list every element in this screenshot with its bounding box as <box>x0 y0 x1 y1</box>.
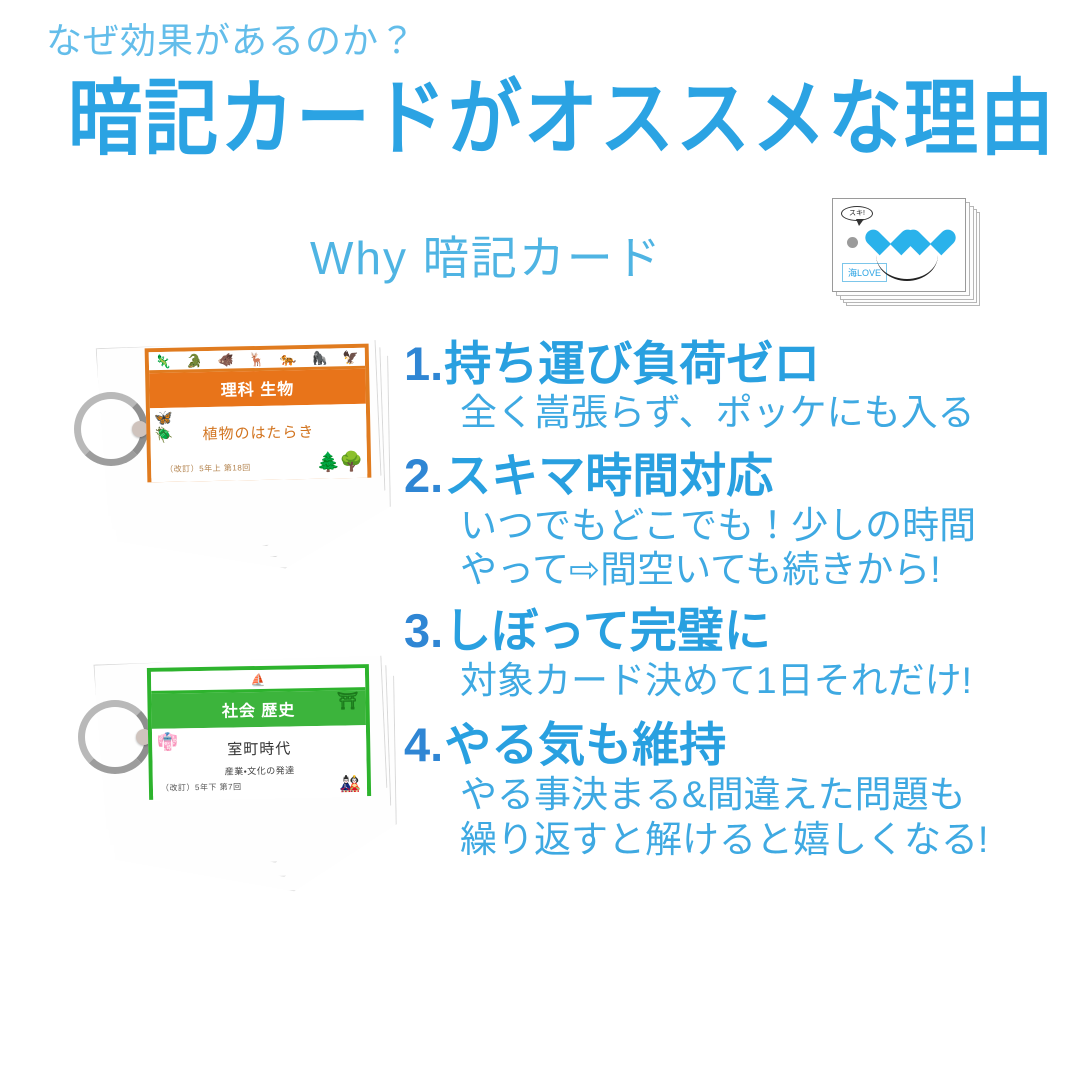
reason-1-title: 持ち運び負荷ゼロ <box>444 337 821 390</box>
social-flashcard: ⛵ 社会 歴史 ⛩ 👘 室町時代 産業・文化の発達 （改訂）5年下 第7回 🎎 <box>146 664 372 801</box>
smile-mouth-icon <box>876 255 938 281</box>
reason-2-sub-1: いつでもどこでも！少しの時間 <box>460 504 977 546</box>
animal-icon: 🦅 <box>342 349 359 365</box>
ring-binder-icon <box>78 700 152 774</box>
animal-icon: 🐅 <box>279 350 297 367</box>
why-heading: Why 暗記カード <box>310 232 663 284</box>
smiley-card-stack: スキ! 海LOVE <box>832 198 982 310</box>
favorite-tag: 海LOVE <box>842 263 888 282</box>
reason-item-3: 3.しぼって完璧に 対象カード決めて1日それだけ! <box>404 603 1044 703</box>
reason-2-heading: 2.スキマ時間対応 <box>404 448 1044 503</box>
social-subject-label: 社会 歴史 <box>221 702 296 721</box>
reason-item-1: 1.持ち運び負荷ゼロ 全く嵩張らず、ポッケにも入る <box>404 336 1044 436</box>
reason-item-2: 2.スキマ時間対応 いつでもどこでも！少しの時間 やって⇨間空いても続きから! <box>404 448 1044 593</box>
science-flashcard: 🦎 🐊 🐗 🦌 🐅 🦍 🦅 理科 生物 🦋🪲 植物のはたらき （改訂）5年上 第… <box>144 343 372 483</box>
reason-1-heading: 1.持ち運び負荷ゼロ <box>404 336 1044 391</box>
social-card-stack: ⛵ 社会 歴史 ⛩ 👘 室町時代 産業・文化の発達 （改訂）5年下 第7回 🎎 <box>78 648 410 918</box>
reason-2-number: 2. <box>404 449 444 503</box>
social-card-body: 👘 室町時代 産業・文化の発達 （改訂）5年下 第7回 🎎 <box>151 725 368 801</box>
science-card-stack: 🦎 🐊 🐗 🦌 🐅 🦍 🦅 理科 生物 🦋🪲 植物のはたらき （改訂）5年上 第… <box>74 330 400 600</box>
reason-4-number: 4. <box>404 718 444 772</box>
reason-4-heading: 4.やる気も維持 <box>404 717 1044 772</box>
reason-list: 1.持ち運び負荷ゼロ 全く嵩張らず、ポッケにも入る 2.スキマ時間対応 いつでも… <box>404 336 1044 868</box>
reason-3-heading: 3.しぼって完璧に <box>404 603 1044 658</box>
science-topic: 植物のはたらき <box>202 423 315 444</box>
speech-bubble: スキ! <box>841 206 873 226</box>
reason-3-title: しぼって完璧に <box>444 604 771 658</box>
gray-dot-icon <box>847 237 858 248</box>
animal-icon: 🐊 <box>186 352 203 368</box>
science-subject-band: 理科 生物 <box>149 368 366 409</box>
social-topic: 室町時代 <box>227 740 292 759</box>
ring-binder-icon <box>74 392 148 466</box>
animal-icon: 🦎 <box>154 353 172 369</box>
science-card-body: 🦋🪲 植物のはたらき （改訂）5年上 第18回 🌲🌳 <box>149 403 368 483</box>
reason-4-sub-1: やる事決まる&間違えた問題も <box>460 773 966 815</box>
social-subject-band: 社会 歴史 ⛩ <box>151 690 366 729</box>
reason-4-title: やる気も維持 <box>444 718 727 772</box>
social-card-meta: （改訂）5年下 第7回 <box>160 782 242 793</box>
page-title: 暗記カードがオススメな理由 <box>68 72 1056 166</box>
reason-4-sub-2: 繰り返すと解けると嬉しくなる! <box>460 818 989 860</box>
heart-eye-right-icon <box>915 219 945 246</box>
animal-icon: 🐗 <box>217 351 234 368</box>
heart-eye-left-icon <box>875 219 905 246</box>
reason-2-sub-2: やって⇨間空いても続きから! <box>460 549 941 591</box>
butterfly-beetle-icon: 🦋🪲 <box>153 409 174 445</box>
reason-3-sub-1: 対象カード決めて1日それだけ! <box>460 659 972 701</box>
reason-item-4: 4.やる気も維持 やる事決まる&間違えた問題も 繰り返すと解けると嬉しくなる! <box>404 717 1044 862</box>
smiley-flashcard: スキ! 海LOVE <box>832 198 966 292</box>
ship-icon: ⛵ <box>250 672 266 687</box>
reason-3-number: 3. <box>404 604 444 658</box>
reason-1-number: 1. <box>404 337 444 390</box>
header-subtitle: なぜ効果があるのか？ <box>46 20 417 61</box>
reason-2-title: スキマ時間対応 <box>444 449 774 503</box>
tree-icon: 🌲🌳 <box>316 451 363 474</box>
animal-icon: 🦍 <box>311 350 328 366</box>
temple-icon: ⛩ <box>336 691 360 711</box>
doll-icon: 🎎 <box>339 774 362 794</box>
animal-icon: 🦌 <box>248 351 266 367</box>
science-card-meta: （改訂）5年上 第18回 <box>165 463 251 474</box>
reason-1-sub-1: 全く嵩張らず、ポッケにも入る <box>460 392 975 434</box>
kimono-icon: 👘 <box>156 732 179 752</box>
social-topic-sub: 産業・文化の発達 <box>224 765 295 777</box>
